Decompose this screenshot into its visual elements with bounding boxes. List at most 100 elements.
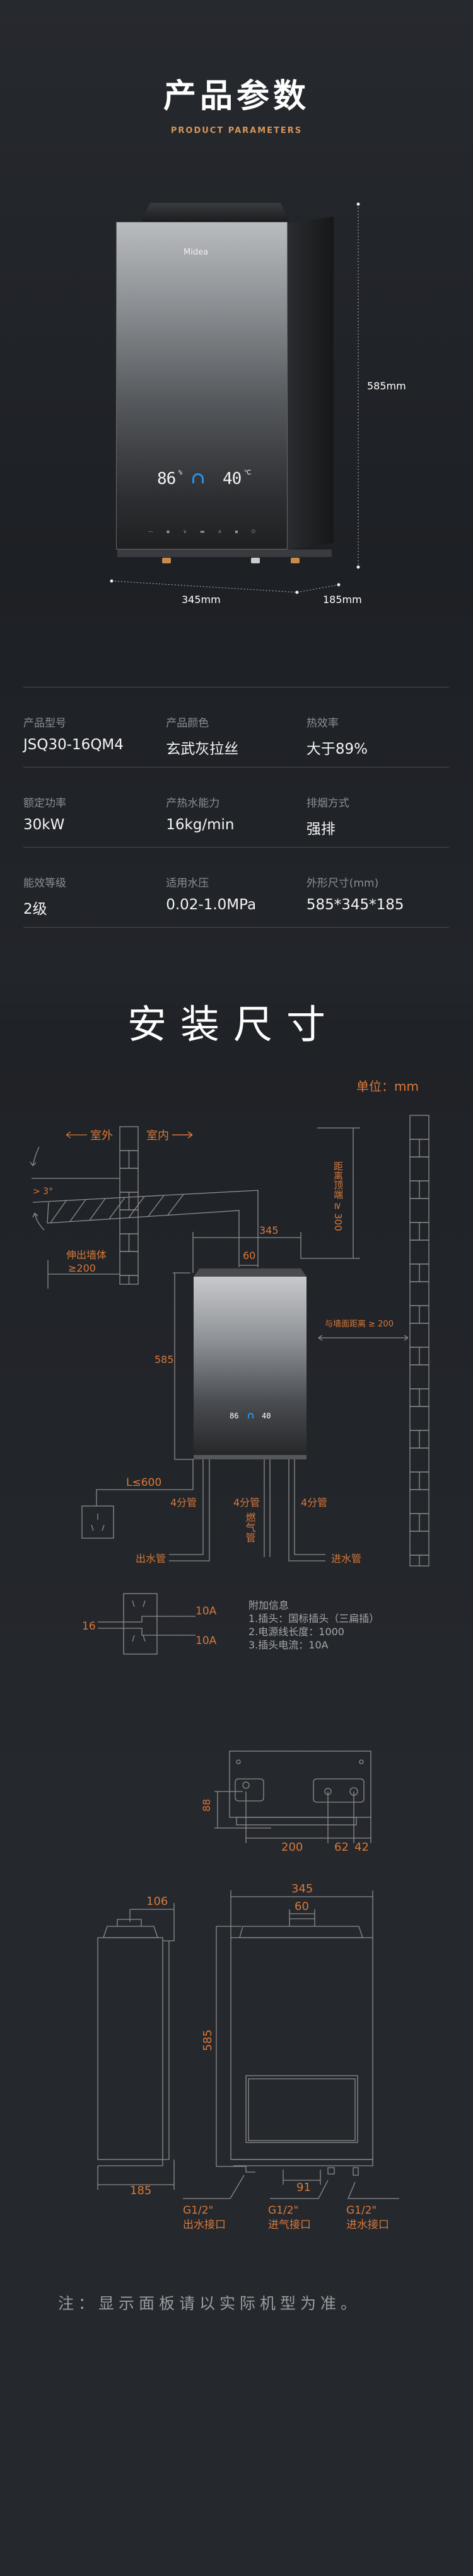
rotation-arrow-icon: [30, 1146, 40, 1166]
spec-label: 排烟方式: [306, 797, 349, 810]
connector-name: 进气接口: [268, 2219, 311, 2231]
gas-fitting: [251, 558, 260, 563]
touch-button[interactable]: ▪: [166, 529, 170, 534]
spec-value: JSQ30-16QM4: [23, 737, 124, 753]
connector-name: 出水接口: [183, 2219, 226, 2231]
chevron-up-icon[interactable]: ∧: [218, 529, 222, 534]
gap-label: 91: [296, 2181, 311, 2194]
spec-value: 强排: [306, 821, 336, 837]
extra-info-line: 2.电源线长度：1000: [248, 1626, 344, 1638]
wall-brick: [409, 1239, 429, 1265]
footnote: 注：显示面板请以实际机型为准。: [58, 2294, 361, 2313]
diagram-heater-cap: [194, 1268, 307, 1277]
heater-top-cap: [141, 203, 289, 222]
power-cable: [96, 1459, 194, 1506]
hatch-line: [89, 1198, 106, 1221]
spec-cell: 排烟方式强排: [307, 768, 449, 847]
socket-icon: [81, 1505, 114, 1539]
flue-hatching: [50, 1193, 184, 1224]
heater-side: [288, 217, 334, 549]
side-clearance-dimension: [318, 1335, 409, 1341]
outlet-fitting: [162, 558, 171, 563]
extend-value: ≥200: [68, 1262, 96, 1274]
spec-value: 30kW: [23, 817, 65, 833]
height-dimension: [173, 1272, 194, 1460]
depth-dimension-label: 185mm: [323, 594, 362, 606]
touch-button[interactable]: —: [148, 529, 153, 534]
inlet-fitting: [291, 558, 300, 563]
spec-value: 0.02-1.0MPa: [166, 897, 257, 913]
flue-label: 60: [243, 1250, 255, 1262]
wall-brick: [409, 1198, 429, 1223]
headphone-icon: [192, 473, 204, 483]
spec-label: 能效等级: [23, 877, 66, 890]
width-label: 345: [259, 1224, 279, 1236]
inlet-pipe-label: 进水管: [331, 1553, 361, 1565]
hatch-line: [50, 1200, 67, 1224]
indoor-label: 室内: [146, 1129, 169, 1142]
width-dimension-label: 345mm: [182, 594, 221, 606]
wall-brick: [119, 1251, 139, 1276]
spec-value: 玄武灰拉丝: [166, 741, 239, 757]
heater-front-panel: Midea 86 % 40 ℃ —▪∨▬∧▪⏻: [116, 222, 288, 549]
outdoor-indoor-markers: 室外 室内: [66, 1129, 193, 1142]
hatch-line: [69, 1199, 86, 1222]
gas-pipe-size: 4分管: [233, 1497, 260, 1509]
wall-brick: [409, 1323, 429, 1348]
hatch-line: [148, 1195, 165, 1217]
side-view: 106 185: [97, 1895, 175, 2197]
connector-name: 进水接口: [346, 2219, 389, 2231]
spec-label: 产热水能力: [166, 797, 220, 810]
touch-button[interactable]: ▬: [200, 529, 205, 534]
spec-cell: 外形尺寸(mm)585*345*185: [307, 848, 449, 927]
page-title: 产品参数: [163, 78, 310, 115]
gas-pipe-label: 燃气管: [244, 1512, 256, 1543]
chevron-down-icon[interactable]: ∨: [183, 529, 187, 534]
brand-logo: Midea: [184, 248, 209, 257]
outlet-pipe-label: 出水管: [136, 1553, 166, 1565]
hatch-line: [128, 1196, 145, 1218]
extra-info-line: 3.插头电流：10A: [248, 1639, 329, 1651]
diagram-heater: 86 40: [194, 1268, 307, 1459]
extend-label: 伸出墙体: [66, 1249, 107, 1261]
extra-info-line: 1.插头：国标插头（三扁插）: [248, 1613, 379, 1624]
inlet-pipe: [288, 1459, 325, 1561]
wall-brick: [409, 1531, 429, 1556]
touch-button[interactable]: ▪: [235, 529, 238, 534]
outdoor-label: 室外: [90, 1129, 113, 1142]
display-temperature: 40: [223, 469, 242, 488]
hatch-line: [108, 1197, 126, 1219]
top-clearance-label: 距离顶端 ≥ 300: [332, 1161, 344, 1231]
product-image: Midea 86 % 40 ℃ —▪∨▬∧▪⏻: [116, 203, 334, 565]
wall-brick: [119, 1126, 139, 1151]
outlet-pipe: [169, 1459, 210, 1561]
spec-value: 大于89%: [306, 741, 368, 757]
headphone-icon: [248, 1413, 254, 1418]
width-dimension: [192, 1232, 360, 1273]
spec-label: 外形尺寸(mm): [306, 877, 379, 890]
side-flue-label: 106: [146, 1895, 168, 1908]
diagram-heater-base: [194, 1455, 307, 1459]
display-efficiency-unit: %: [178, 469, 182, 476]
bottom-depth-label: 88: [201, 1799, 213, 1812]
wall-brick: [409, 1447, 429, 1473]
flue-pipe: [32, 1190, 259, 1267]
plug-diagram: 16 10A 10A: [82, 1593, 217, 1655]
side-clearance-label: 与墙面距离 ≥ 200: [325, 1319, 394, 1329]
wall-brick: [409, 1281, 429, 1306]
slope-label: > 3°: [33, 1187, 53, 1197]
gas-pipe: [264, 1459, 271, 1557]
wall-brick: [409, 1115, 429, 1140]
wall-brick: [409, 1489, 429, 1514]
diagram-display-left: 86: [230, 1412, 239, 1420]
power-icon[interactable]: ⏻: [251, 529, 255, 534]
